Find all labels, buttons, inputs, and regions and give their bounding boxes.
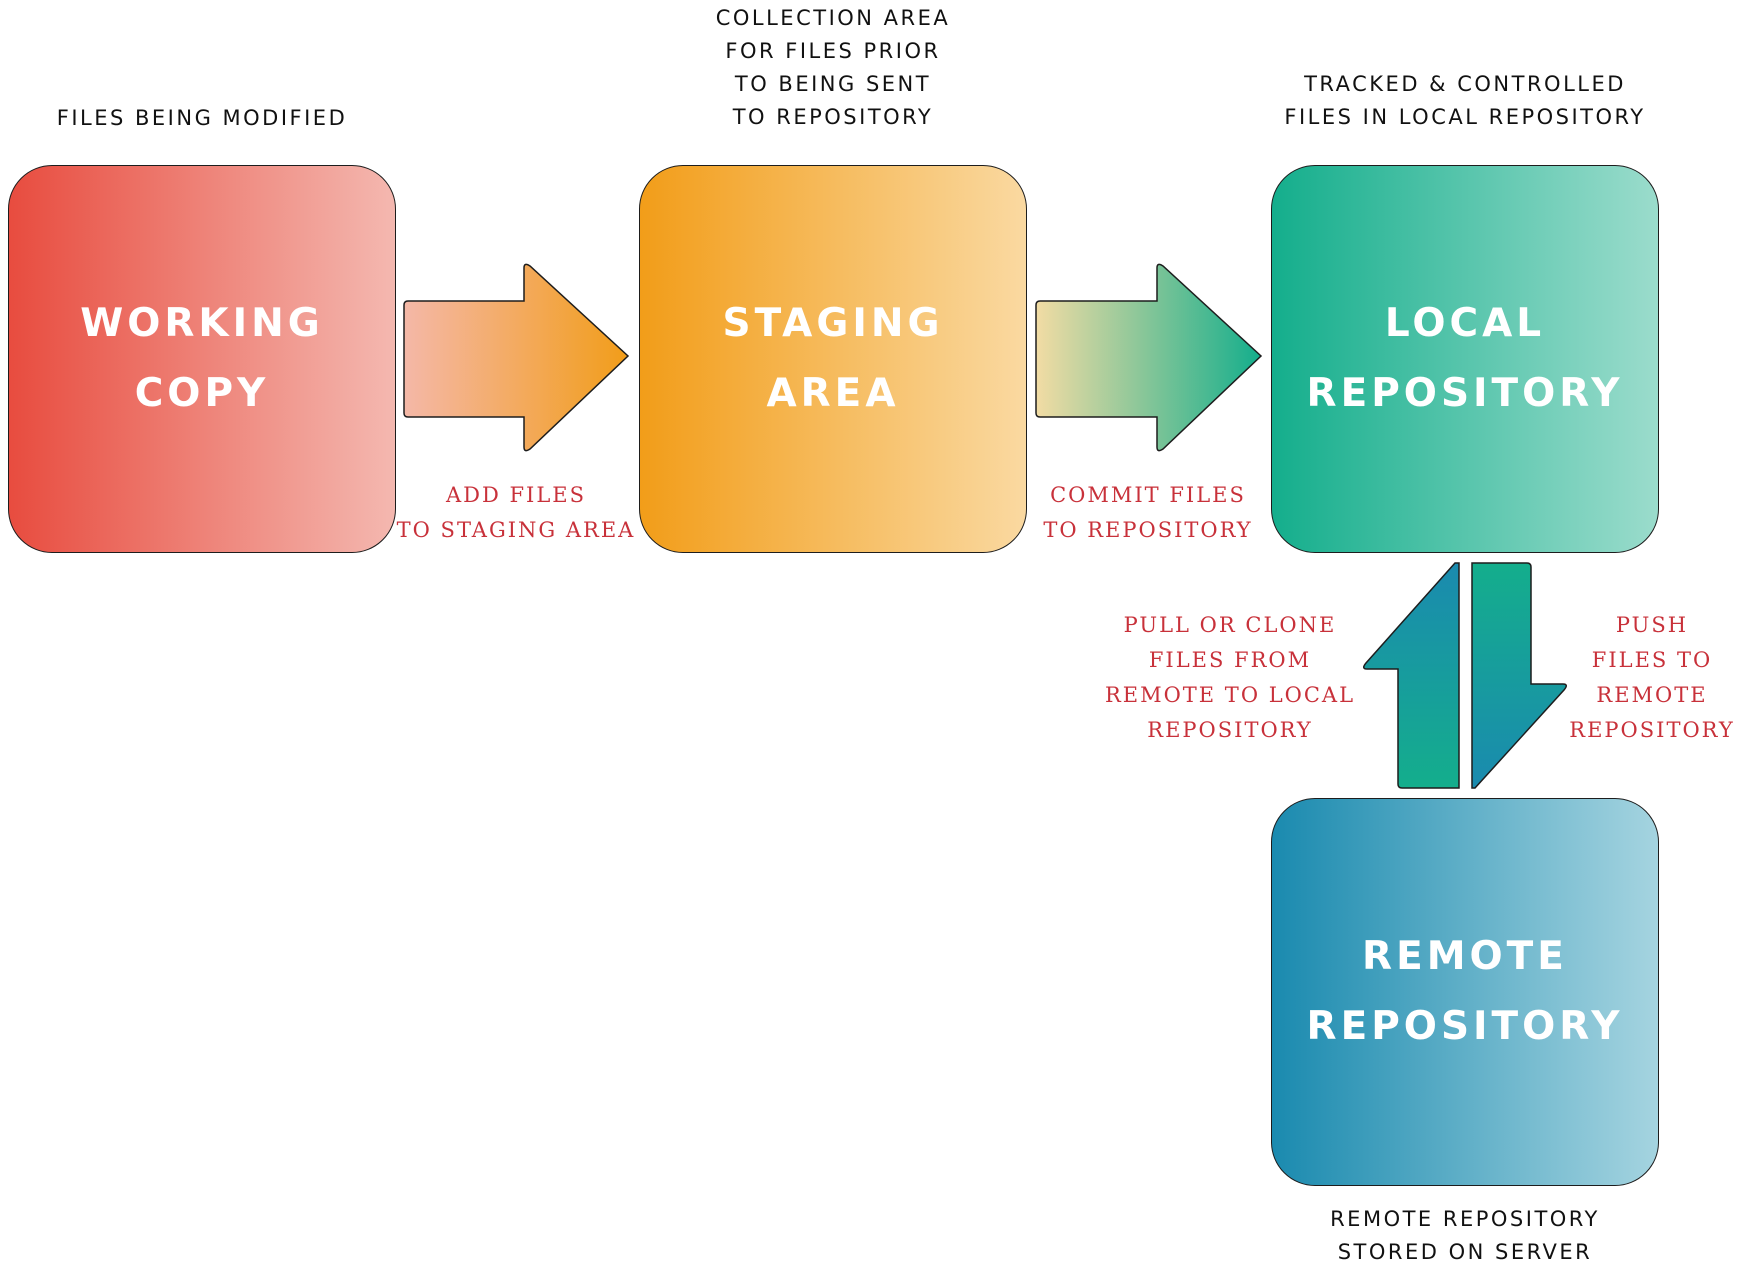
add-files-label: ADD FILES TO STAGING AREA bbox=[396, 483, 636, 542]
commit-files-label: COMMIT FILES TO REPOSITORY bbox=[1043, 483, 1253, 542]
push-files-label: PUSH FILES TO REMOTE REPOSITORY bbox=[1569, 613, 1735, 742]
working-copy-box: WORKING COPY bbox=[8, 165, 396, 553]
caption-remote: REMOTE REPOSITORY STORED ON SERVER bbox=[1330, 1207, 1600, 1264]
push-arrow bbox=[1471, 562, 1567, 789]
remote-repository-label: REMOTE REPOSITORY bbox=[1306, 934, 1624, 1049]
caption-local: TRACKED & CONTROLLED FILES IN LOCAL REPO… bbox=[1284, 72, 1646, 129]
working-copy-label: WORKING COPY bbox=[80, 301, 324, 416]
remote-repository-box: REMOTE REPOSITORY bbox=[1271, 798, 1659, 1186]
add-arrow bbox=[403, 263, 630, 452]
pull-arrow bbox=[1363, 562, 1460, 789]
commit-arrow bbox=[1035, 263, 1263, 452]
caption-working: FILES BEING MODIFIED bbox=[56, 106, 348, 130]
caption-staging: COLLECTION AREA FOR FILES PRIOR TO BEING… bbox=[715, 6, 951, 129]
pull-clone-label: PULL OR CLONE FILES FROM REMOTE TO LOCAL… bbox=[1104, 613, 1356, 742]
local-repository-label: LOCAL REPOSITORY bbox=[1306, 301, 1624, 416]
staging-area-box: STAGING AREA bbox=[639, 165, 1027, 553]
staging-area-label: STAGING AREA bbox=[722, 301, 944, 416]
local-repository-box: LOCAL REPOSITORY bbox=[1271, 165, 1659, 553]
